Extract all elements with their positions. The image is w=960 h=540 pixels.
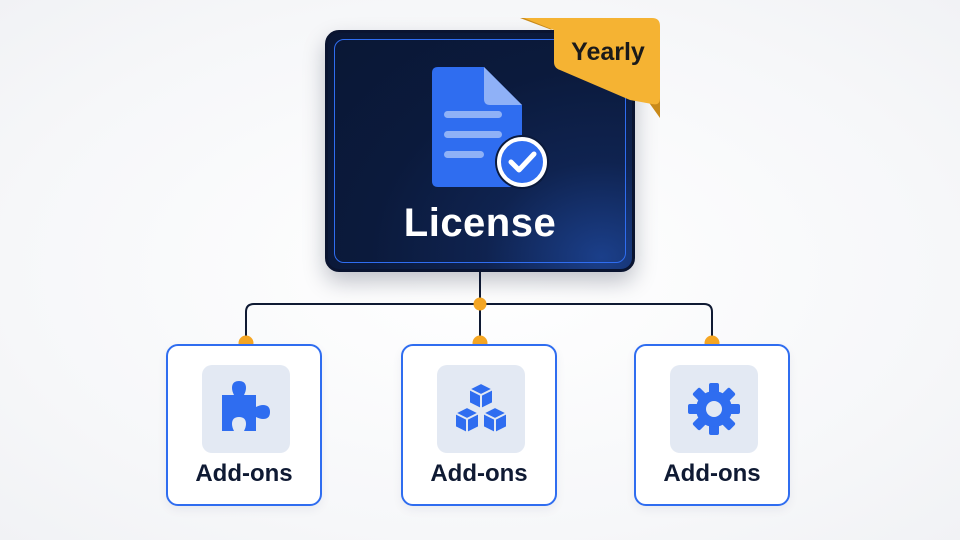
puzzle-piece-icon xyxy=(222,381,270,431)
addon-label: Add-ons xyxy=(663,460,761,487)
icon-tile xyxy=(670,365,758,453)
addon-card-gear: Add-ons xyxy=(634,344,790,506)
document-check-icon xyxy=(432,67,549,189)
addon-label: Add-ons xyxy=(430,460,528,487)
gear-icon xyxy=(688,383,740,435)
license-title: License xyxy=(403,201,557,245)
cubes-icon xyxy=(454,382,508,434)
addon-label: Add-ons xyxy=(195,460,293,487)
yearly-badge: Yearly xyxy=(571,38,645,66)
ribbon-badge-shape xyxy=(520,18,660,118)
license-card: License xyxy=(325,30,635,272)
icon-tile xyxy=(437,365,525,453)
connector-junction-dot xyxy=(473,297,487,311)
addon-card-cubes: Add-ons xyxy=(401,344,557,506)
addon-card-puzzle: Add-ons xyxy=(166,344,322,506)
icon-tile xyxy=(202,365,290,453)
